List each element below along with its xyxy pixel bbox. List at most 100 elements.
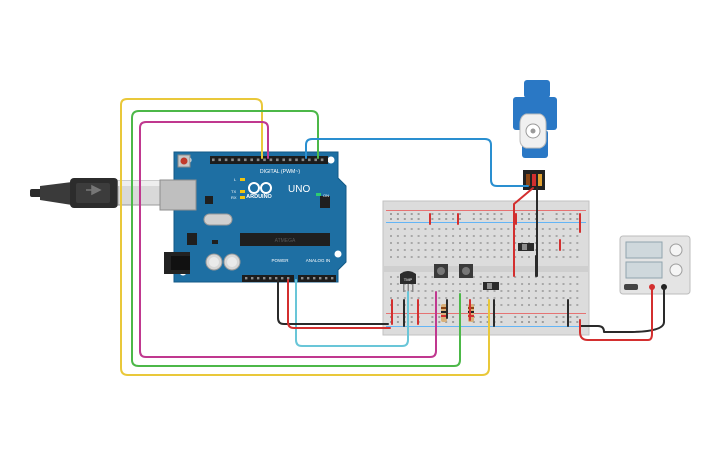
breadboard-hole — [569, 249, 572, 251]
breadboard-hole — [514, 276, 517, 278]
breadboard-hole — [431, 213, 434, 215]
breadboard-hole — [541, 297, 544, 299]
header-pin — [319, 277, 322, 280]
temperature-sensor-icon[interactable]: TMP — [400, 271, 416, 292]
breadboard-hole — [521, 290, 524, 292]
breadboard-hole — [528, 213, 530, 215]
breadboard-hole — [396, 242, 399, 244]
wire-black-short[interactable] — [403, 255, 569, 327]
breadboard-hole — [390, 218, 392, 220]
breadboard-hole — [534, 218, 537, 220]
breadboard-hole — [396, 316, 399, 318]
breadboard-hole — [514, 228, 517, 230]
breadboard-hole — [576, 297, 579, 299]
breadboard-hole — [576, 242, 579, 244]
breadboard-hole — [500, 218, 503, 220]
breadboard-hole — [452, 316, 455, 318]
wire-magenta[interactable] — [139, 121, 437, 358]
servo-motor-icon[interactable] — [513, 80, 557, 190]
breadboard-hole — [431, 297, 434, 299]
slide-switch-icon[interactable] — [518, 243, 534, 251]
breadboard-hole — [410, 235, 413, 237]
breadboard-hole — [390, 283, 392, 285]
breadboard-hole — [431, 304, 434, 306]
breadboard-hole — [465, 304, 468, 306]
wire-blue[interactable] — [305, 138, 529, 187]
breadboard-hole — [528, 304, 530, 306]
push-button-icon[interactable] — [434, 264, 448, 278]
breadboard-hole — [507, 235, 510, 237]
breadboard-hole — [576, 290, 579, 292]
breadboard-hole — [534, 242, 537, 244]
breadboard-hole — [431, 290, 434, 292]
breadboard-hole — [576, 218, 579, 220]
breadboard-hole — [452, 304, 455, 306]
breadboard-hole — [459, 218, 461, 220]
breadboard-hole — [521, 283, 524, 285]
breadboard-hole — [528, 256, 530, 258]
breadboard-hole — [472, 276, 475, 278]
breadboard-hole — [569, 297, 572, 299]
header-pin — [331, 277, 334, 280]
breadboard-hole — [472, 249, 475, 251]
resistor-icon[interactable] — [441, 304, 447, 322]
breadboard-hole — [452, 213, 455, 215]
breadboard-hole — [431, 218, 434, 220]
breadboard-hole — [390, 242, 392, 244]
breadboard-hole — [459, 283, 461, 285]
breadboard-hole — [576, 213, 579, 215]
breadboard-hole — [472, 321, 475, 323]
breadboard-hole — [403, 218, 406, 220]
breadboard[interactable] — [382, 200, 590, 336]
breadboard-hole — [555, 321, 558, 323]
slide-switch-icon[interactable] — [483, 282, 499, 290]
breadboard-hole — [396, 213, 399, 215]
breadboard-hole — [534, 304, 537, 306]
header-pin — [295, 158, 298, 162]
breadboard-hole — [417, 297, 420, 299]
wire-red-short[interactable] — [391, 213, 581, 325]
wire-green[interactable] — [131, 110, 461, 367]
push-button-icon[interactable] — [459, 264, 473, 278]
breadboard-hole — [528, 276, 530, 278]
header-pin — [251, 277, 254, 280]
arduino-model-label: UNO — [288, 184, 310, 195]
breadboard-hole — [500, 297, 503, 299]
breadboard-hole — [541, 321, 544, 323]
breadboard-hole — [500, 256, 503, 258]
breadboard-hole — [479, 249, 482, 251]
breadboard-hole — [417, 242, 420, 244]
breadboard-hole — [459, 256, 461, 258]
breadboard-hole — [403, 297, 406, 299]
breadboard-hole — [534, 249, 537, 251]
breadboard-hole — [424, 304, 427, 306]
breadboard-hole — [390, 228, 392, 230]
header-pin — [269, 158, 273, 162]
breadboard-hole — [493, 256, 496, 258]
breadboard-hole — [472, 218, 475, 220]
breadboard-hole — [521, 213, 524, 215]
breadboard-hole — [424, 290, 427, 292]
wire-cyan[interactable] — [295, 279, 409, 347]
usb-cable-icon[interactable] — [30, 178, 165, 208]
breadboard-hole — [438, 213, 441, 215]
breadboard-hole — [438, 228, 441, 230]
power-supply-icon[interactable] — [619, 235, 691, 295]
breadboard-hole — [493, 297, 496, 299]
arduino-uno-board[interactable]: ATMEGA DIGITAL (PWM~) ARDUINO UNO POWER … — [159, 151, 347, 283]
breadboard-hole — [548, 297, 551, 299]
wire-red[interactable] — [287, 187, 653, 341]
breadboard-hole — [500, 228, 503, 230]
breadboard-hole — [534, 276, 537, 278]
breadboard-hole — [479, 290, 482, 292]
header-pin — [250, 158, 253, 162]
header-pin — [263, 158, 266, 162]
wire-yellow[interactable] — [120, 98, 490, 376]
breadboard-hole — [465, 249, 468, 251]
breadboard-hole — [541, 290, 544, 292]
breadboard-hole — [403, 235, 406, 237]
breadboard-hole — [548, 283, 551, 285]
header-pin — [231, 158, 234, 162]
breadboard-hole — [521, 276, 524, 278]
